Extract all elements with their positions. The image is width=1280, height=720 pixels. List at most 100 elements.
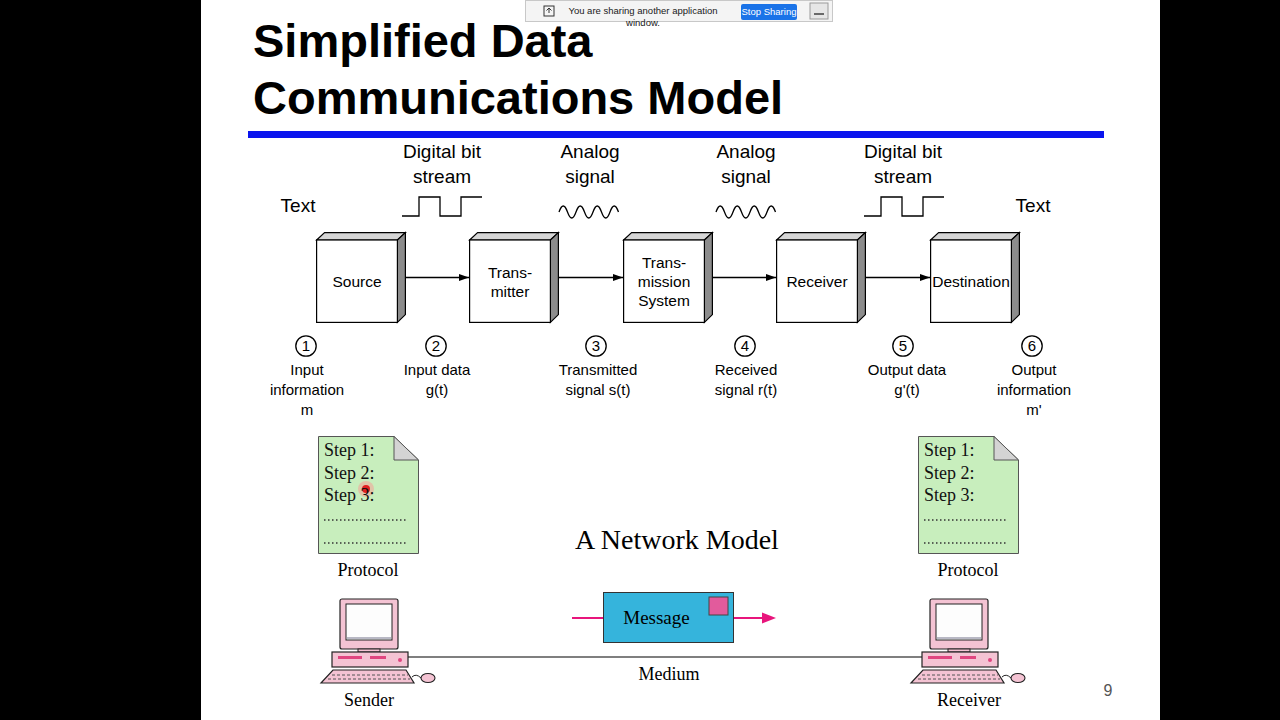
process-box: Trans- mitter	[469, 232, 559, 323]
message-envelope	[604, 593, 734, 643]
box-label: Source	[332, 272, 381, 291]
step-number-circle: 2	[425, 335, 447, 357]
signal-name: Output information m'	[989, 360, 1079, 420]
keyboard	[321, 670, 414, 683]
protocol-document: Step 1:Step 2:Step 3:	[318, 436, 419, 554]
medium-label: Medium	[614, 663, 724, 685]
box-front-face	[470, 240, 551, 322]
signal-type: Analog signal	[545, 139, 635, 189]
laser-pointer	[362, 485, 370, 493]
message-arrow-tail	[572, 617, 603, 619]
box-front-face	[317, 240, 398, 322]
message-stamp	[709, 597, 728, 615]
callout-number: 5	[899, 335, 907, 357]
laser-pointer-halo	[358, 481, 374, 497]
system-unit	[332, 652, 408, 667]
power-button	[398, 658, 402, 662]
box-front-face	[624, 240, 705, 322]
step-number-circle: 1	[295, 335, 317, 357]
step-number-circle: 6	[1021, 335, 1043, 357]
screen-shade	[347, 637, 391, 639]
monitor-case	[340, 599, 398, 649]
box-top-face	[777, 233, 866, 240]
process-box: Source	[316, 232, 406, 323]
protocol-step: Step 3:	[924, 484, 1019, 507]
callout-circle	[296, 336, 316, 356]
section-heading: A Network Model	[537, 523, 817, 557]
analog-waveform	[559, 206, 619, 218]
callout-circle	[586, 336, 606, 356]
device-label: Receiver	[914, 689, 1024, 711]
mouse	[421, 674, 435, 683]
message-arrow-head	[762, 613, 776, 624]
callout-circle	[1022, 336, 1042, 356]
callout-number: 3	[592, 335, 600, 357]
callout-circle	[735, 336, 755, 356]
box-label: Trans- mitter	[469, 263, 551, 301]
box-top-face	[624, 233, 713, 240]
process-box: Receiver	[776, 232, 866, 323]
box-side-face	[1011, 233, 1019, 323]
callout-number: 4	[741, 335, 749, 357]
message-box: Message	[603, 592, 734, 643]
box-front-face	[777, 240, 858, 322]
stop-sharing-button: Stop Sharing	[741, 4, 797, 20]
message-label: Message	[623, 607, 689, 629]
analog-waveform	[716, 206, 776, 218]
computer-illustration	[911, 599, 1025, 683]
protocol-step: Step 3:	[324, 484, 419, 507]
document-dotted-line	[924, 519, 1008, 520]
step-number-circle: 5	[892, 335, 914, 357]
document-page	[319, 437, 419, 554]
process-box: Trans- mission System	[623, 232, 713, 323]
protocol-step: Step 1:	[924, 439, 1019, 462]
keyboard-keys	[328, 679, 410, 680]
flow-arrow	[713, 277, 776, 278]
protocol-step: Step 1:	[324, 439, 419, 462]
page-number: 9	[1093, 681, 1123, 701]
box-top-face	[470, 233, 559, 240]
document-dotted-line	[924, 542, 1008, 543]
flow-arrow	[866, 277, 930, 278]
box-top-face	[931, 233, 1020, 240]
flow-arrow	[559, 277, 623, 278]
mouse-cord	[412, 675, 421, 678]
digital-waveform	[402, 197, 482, 216]
screen-share-notice: You are sharing another application wind…	[553, 5, 733, 29]
minimize-glyph	[814, 13, 824, 14]
box-side-face	[704, 233, 712, 323]
message-arrow-shaft	[734, 617, 766, 619]
box-top-face	[317, 233, 406, 240]
signal-type: Analog signal	[701, 139, 791, 189]
document-fold	[994, 437, 1019, 461]
keyboard-keys	[332, 675, 408, 676]
medium-line	[406, 656, 924, 657]
signal-type: Text	[268, 193, 328, 218]
box-label: Receiver	[786, 272, 847, 291]
protocol-caption: Protocol	[313, 559, 423, 581]
signal-name: Input information m	[262, 360, 352, 420]
protocol-step: Step 2:	[924, 462, 1019, 485]
protocol-caption: Protocol	[913, 559, 1023, 581]
callout-circle	[893, 336, 913, 356]
box-side-face	[550, 233, 558, 323]
title-rule	[248, 131, 1104, 138]
document-dotted-line	[324, 519, 408, 520]
callout-circle	[426, 336, 446, 356]
box-side-face	[397, 233, 405, 323]
step-number-circle: 4	[734, 335, 756, 357]
document-dotted-line	[324, 542, 408, 543]
monitor-screen	[346, 604, 392, 640]
document-fold	[394, 437, 419, 461]
signal-name: Input data g(t)	[392, 360, 482, 400]
minimize-button	[810, 3, 828, 19]
signal-type: Digital bit stream	[853, 139, 953, 189]
slide-title: Simplified Data Communications Model	[253, 12, 953, 126]
share-icon-arrow	[547, 8, 552, 13]
box-front-face	[931, 240, 1012, 322]
signal-type: Text	[1003, 193, 1063, 218]
device-label: Sender	[314, 689, 424, 711]
flow-arrow	[406, 277, 469, 278]
